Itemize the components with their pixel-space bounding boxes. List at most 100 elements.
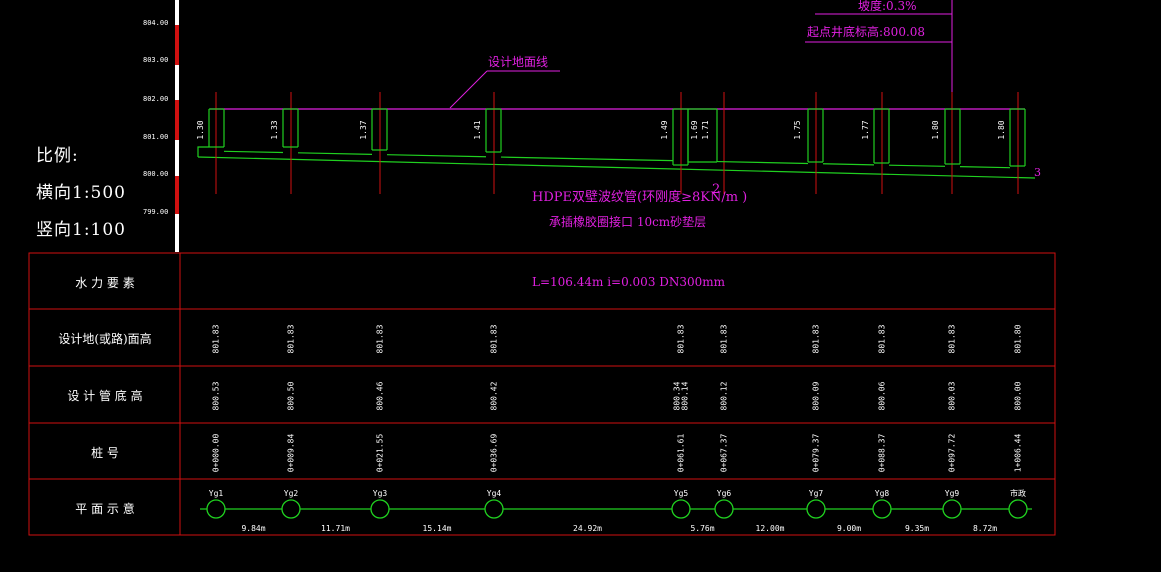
invert-elevation-value: 800.00	[1014, 381, 1023, 410]
invert-elevation-value: 800.14	[681, 381, 690, 410]
station-value: 0+000.00	[212, 434, 221, 473]
segment-distance: 15.14m	[423, 524, 452, 533]
pipe-top-segment	[297, 152, 373, 155]
station-value: 0+088.37	[878, 434, 887, 473]
start-invert-label: 起点井底标高:800.08	[807, 24, 925, 39]
manhole-label: Yg3	[373, 489, 388, 498]
manhole-circle	[942, 499, 962, 519]
pipe-top-segment	[500, 156, 674, 162]
axis-tick-labels: 804.00 803.00 802.00 801.00 800.00 799.00	[143, 19, 168, 216]
axis-tick-label: 801.00	[143, 133, 168, 141]
depth-label: 1.75	[793, 120, 802, 139]
hydraulic-elements: L=106.44m i=0.003 DN300mm	[532, 275, 726, 289]
slope-label: 坡度:0.3%	[858, 0, 917, 13]
depth-label: 1.37	[359, 120, 368, 139]
ground-elevation-value: 801.83	[948, 324, 957, 353]
depth-label: 1.69	[690, 120, 699, 139]
segment-distance: 9.84m	[241, 524, 265, 533]
station-value: 0+097.72	[948, 434, 957, 473]
pipe-top-segment	[822, 163, 875, 166]
scale-horizontal: 横向1:500	[36, 183, 126, 203]
invert-elevation-value: 800.09	[812, 381, 821, 410]
depth-label: 1.41	[473, 120, 482, 139]
station-value: 1+006.44	[1014, 434, 1023, 473]
manhole-label: Yg6	[717, 489, 732, 498]
manhole-circle	[206, 499, 226, 519]
axis-tick-label: 799.00	[143, 208, 168, 216]
plan-view: Yg1 Yg2 Yg3 Yg4 Yg5 Yg6 Yg7 Yg8 Yg9 市政 9.84m 11.71m…	[200, 488, 1032, 533]
ground-elevation-value: 801.83	[812, 324, 821, 353]
segment-distance: 12.00m	[756, 524, 785, 533]
bedding-description: 承插橡胶圈接口 10cm砂垫层	[549, 214, 706, 229]
depth-label: 1.49	[660, 120, 669, 139]
axis-tick-label: 800.00	[143, 170, 168, 178]
manhole-label: Yg9	[945, 489, 960, 498]
invert-elevation-value: 800.12	[720, 381, 729, 410]
scale-vertical: 竖向1:100	[36, 220, 126, 240]
ground-elevation-value: 801.80	[1014, 324, 1023, 353]
manhole-label: Yg1	[209, 489, 224, 498]
axis-tick-label: 802.00	[143, 95, 168, 103]
segment-distance: 9.35m	[905, 524, 929, 533]
end-mark: 3	[1034, 166, 1041, 179]
segment-distance: 8.72m	[973, 524, 997, 533]
manhole-circle	[1008, 499, 1028, 519]
station-value: 0+009.84	[287, 434, 296, 473]
manhole-circle	[484, 499, 504, 519]
pipe-top-segment	[959, 166, 1011, 169]
station-value: 0+079.37	[812, 434, 821, 473]
row-header: 桩 号	[91, 445, 119, 460]
manhole-circle	[370, 499, 390, 519]
invert-elevation-value: 800.06	[878, 381, 887, 410]
segment-distance: 24.92m	[573, 524, 602, 533]
invert-elevation-value: 800.03	[948, 381, 957, 410]
table-values: 801.83 801.83 801.83 801.83 801.83 801.83 801.…	[212, 324, 1023, 472]
depth-label: 1.77	[861, 120, 870, 139]
manhole-label: 市政	[1010, 488, 1026, 498]
manhole-label: Yg7	[809, 489, 824, 498]
manhole-label: Yg8	[875, 489, 890, 498]
pipe-description: HDPE双壁波纹管(环刚度≥8KN/m )	[532, 189, 747, 205]
ground-elevation-value: 801.83	[878, 324, 887, 353]
invert-elevation-value: 800.50	[287, 381, 296, 410]
pipe-mark: 2	[712, 182, 720, 197]
ground-elevation-value: 801.83	[490, 324, 499, 353]
row-header: 水 力 要 素	[75, 276, 134, 290]
depth-label: 1.80	[931, 120, 940, 139]
axis-tick-label: 803.00	[143, 56, 168, 64]
elevation-ruler	[175, 0, 179, 252]
ground-elevation-value: 801.83	[376, 324, 385, 353]
manhole-circle	[281, 499, 301, 519]
pipe-bottom-line	[197, 156, 1036, 179]
ground-elevation-value: 801.83	[677, 324, 686, 353]
manhole-circle	[714, 499, 734, 519]
axis-tick-label: 804.00	[143, 19, 168, 27]
depth-label: 1.71	[701, 120, 710, 139]
pipe-top-segment	[223, 150, 284, 154]
manhole-circle	[671, 499, 691, 519]
ground-elevation-value: 801.83	[720, 324, 729, 353]
manhole-label: Yg5	[674, 489, 689, 498]
station-value: 0+021.55	[376, 434, 385, 473]
manhole-label: Yg2	[284, 489, 299, 498]
row-header: 平 面 示 意	[75, 501, 134, 516]
station-value: 0+036.69	[490, 434, 499, 473]
depth-label: 1.30	[196, 120, 205, 139]
invert-elevation-value: 800.53	[212, 381, 221, 410]
segment-distance: 9.00m	[837, 524, 861, 533]
ground-elevation-value: 801.83	[212, 324, 221, 353]
pipe-top-segment	[386, 154, 487, 158]
data-table	[28, 252, 1056, 536]
invert-elevation-value: 800.34	[673, 381, 682, 410]
pipe-top-segment	[716, 160, 809, 165]
station-value: 0+061.61	[677, 434, 686, 473]
segment-distance: 5.76m	[690, 524, 714, 533]
segment-distance: 11.71m	[321, 524, 350, 533]
manhole-circle	[872, 499, 892, 519]
manhole-circle	[806, 499, 826, 519]
ground-line-label: 设计地面线	[488, 55, 548, 69]
manhole-label: Yg4	[487, 489, 502, 498]
